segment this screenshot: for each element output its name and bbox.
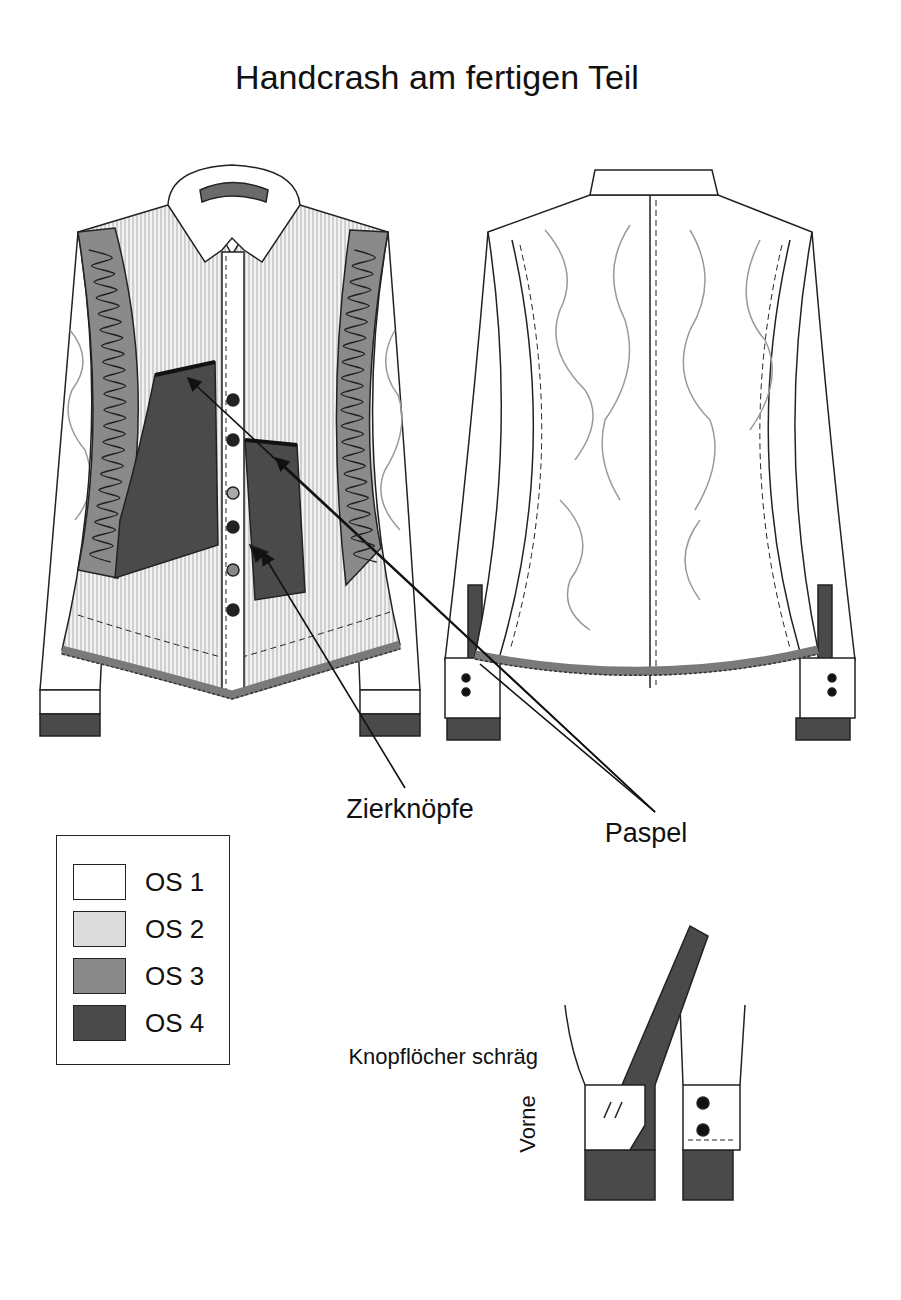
piping [245, 440, 297, 445]
legend-swatch [73, 958, 126, 994]
cuff [40, 690, 100, 714]
button [462, 674, 470, 682]
button [227, 487, 239, 499]
legend-entry: OS 2 [57, 909, 229, 949]
back-body [475, 195, 818, 671]
legend-label: OS 2 [145, 915, 204, 944]
cuff [585, 1085, 645, 1150]
button [227, 564, 239, 576]
wrinkle [560, 500, 590, 630]
decorative-button [250, 545, 268, 562]
detail-label: Knopflöcher schräg [348, 1045, 538, 1069]
cuff [445, 658, 500, 718]
ruffle [341, 250, 377, 562]
side-panel [336, 230, 388, 585]
sleeve-edge [680, 1005, 683, 1085]
button [828, 688, 836, 696]
cuff [683, 1085, 740, 1150]
side-label: Vorne [516, 1095, 540, 1153]
wrinkle [602, 225, 630, 500]
collar [168, 165, 300, 262]
wrinkle [685, 520, 700, 600]
button [697, 1097, 709, 1109]
front-body [62, 205, 400, 695]
legend-entry: OS 4 [57, 1003, 229, 1043]
side-seam [768, 240, 800, 652]
button [227, 604, 239, 616]
side-stitch [510, 245, 542, 650]
front-view [40, 165, 420, 736]
cuff-detail [565, 926, 745, 1200]
center-stitch [656, 200, 657, 685]
side-seam [500, 240, 533, 655]
placket-stitch [226, 256, 227, 690]
legend-swatch [73, 1005, 126, 1041]
collar [590, 170, 718, 195]
dark-patch [115, 362, 218, 578]
legend-swatch [73, 864, 126, 900]
hem-piping [62, 649, 400, 699]
legend-entry: OS 1 [57, 862, 229, 902]
cuff-band [683, 1150, 733, 1200]
center-seam [649, 195, 651, 688]
legend-box: OS 1 OS 2 OS 3 OS 4 [56, 835, 230, 1065]
callout-label: Zierknöpfe [346, 795, 474, 825]
button [462, 688, 470, 696]
legend-swatch [73, 911, 126, 947]
cuff-band [447, 718, 500, 740]
button [697, 1124, 709, 1136]
legend-entry: OS 3 [57, 956, 229, 996]
leader-line [480, 664, 655, 812]
placket [222, 252, 244, 695]
wrinkle [683, 230, 715, 510]
title: Handcrash am fertigen Teil [235, 59, 639, 96]
legend-label: OS 1 [145, 868, 204, 897]
hem-piping [62, 645, 400, 695]
wrinkle [746, 240, 772, 430]
piping [155, 362, 215, 375]
leader-line [188, 378, 655, 812]
cuff [800, 658, 855, 718]
side-stitch [760, 245, 790, 648]
legend-label: OS 3 [145, 962, 204, 991]
leader-line [262, 552, 405, 788]
cuff [360, 690, 420, 714]
cuff-stitch [688, 1140, 736, 1141]
sleeve-edge [565, 1005, 585, 1085]
sleeve-edge [740, 1005, 745, 1085]
cuff-band [796, 718, 850, 740]
cuff-placket [818, 585, 832, 660]
hem-piping [475, 654, 818, 675]
button [227, 521, 239, 533]
sleeve-wrinkle [381, 330, 402, 530]
cuff-band [360, 714, 420, 736]
legend-label: OS 4 [145, 1009, 204, 1038]
wrinkle [545, 230, 593, 460]
callout-label: Paspel [605, 819, 688, 849]
button [828, 674, 836, 682]
dark-patch [245, 440, 305, 600]
buttonhole [604, 1102, 611, 1118]
collar-band [200, 183, 268, 203]
cuff-band [585, 1150, 655, 1200]
cuff-band [40, 714, 100, 736]
button [227, 394, 239, 406]
leader-lines [188, 378, 655, 812]
ruffle [89, 250, 126, 562]
button [227, 434, 239, 446]
leader-line [276, 458, 655, 812]
buttonhole [615, 1102, 622, 1118]
back-view [445, 170, 855, 740]
